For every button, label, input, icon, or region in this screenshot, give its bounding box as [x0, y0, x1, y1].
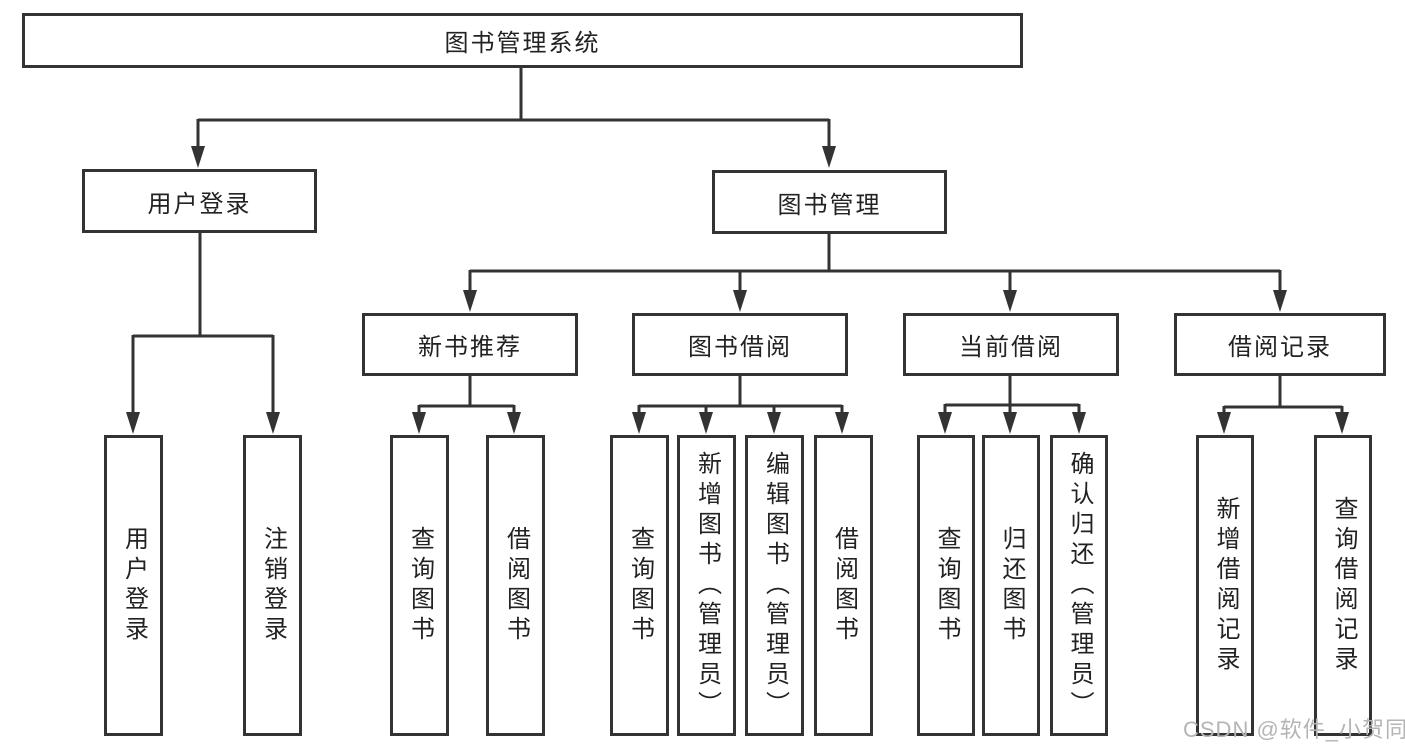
- node-leaf-borrow-query-books-label: 查询图书: [626, 525, 654, 646]
- node-leaf-logout-label: 注销登录: [259, 525, 287, 646]
- node-leaf-recommend-borrow-books: 借阅图书: [486, 435, 545, 736]
- node-leaf-edit-books-admin-label: 编辑图书（管理员）: [761, 450, 789, 721]
- connector-root: [196, 68, 831, 150]
- node-leaf-add-books-admin: 新增图书（管理员）: [677, 435, 736, 736]
- node-new-book-recommend: 新书推荐: [362, 313, 578, 376]
- node-leaf-return-books: 归还图书: [982, 435, 1040, 736]
- connector-borrow-records: [1222, 376, 1344, 416]
- node-leaf-recommend-query-books-label: 查询图书: [406, 525, 434, 646]
- node-leaf-current-query-books-label: 查询图书: [933, 525, 960, 646]
- node-leaf-user-login: 用户登录: [104, 435, 163, 736]
- node-leaf-query-borrow-record: 查询借阅记录: [1314, 435, 1372, 736]
- node-leaf-return-books-label: 归还图书: [998, 525, 1025, 646]
- connector-book-borrow: [637, 376, 844, 416]
- node-leaf-confirm-return-admin: 确认归还（管理员）: [1050, 435, 1108, 736]
- node-book-management: 图书管理: [712, 170, 947, 234]
- node-leaf-recommend-borrow-books-label: 借阅图书: [502, 525, 530, 646]
- node-book-borrow-label: 图书借阅: [688, 334, 792, 361]
- node-borrow-records: 借阅记录: [1174, 313, 1386, 376]
- node-borrow-records-label: 借阅记录: [1228, 334, 1332, 361]
- node-user-login-label: 用户登录: [147, 190, 252, 218]
- node-current-borrow: 当前借阅: [903, 313, 1119, 376]
- node-leaf-edit-books-admin: 编辑图书（管理员）: [745, 435, 804, 736]
- node-leaf-recommend-query-books: 查询图书: [390, 435, 449, 736]
- node-leaf-confirm-return-admin-label: 确认归还（管理员）: [1066, 450, 1093, 721]
- csdn-watermark: CSDN @软件_小贺同学: [1183, 717, 1405, 742]
- node-root-label: 图书管理系统: [444, 30, 601, 57]
- node-leaf-user-login-label: 用户登录: [120, 525, 148, 646]
- node-leaf-borrow-query-books: 查询图书: [610, 435, 669, 736]
- node-current-borrow-label: 当前借阅: [959, 334, 1063, 361]
- node-leaf-add-borrow-record-label: 新增借阅记录: [1212, 495, 1239, 676]
- node-root: 图书管理系统: [22, 13, 1023, 68]
- node-new-book-recommend-label: 新书推荐: [418, 334, 522, 361]
- connector-current-borrow: [943, 376, 1081, 416]
- node-leaf-query-borrow-record-label: 查询借阅记录: [1330, 495, 1357, 676]
- node-leaf-logout: 注销登录: [243, 435, 302, 736]
- connector-book-management: [468, 234, 1282, 294]
- node-book-management-label: 图书管理: [777, 191, 882, 219]
- node-leaf-borrow-books-label: 借阅图书: [830, 525, 858, 646]
- node-leaf-add-books-admin-label: 新增图书（管理员）: [693, 450, 721, 721]
- node-leaf-borrow-books: 借阅图书: [814, 435, 873, 736]
- node-user-login: 用户登录: [82, 169, 317, 233]
- node-book-borrow: 图书借阅: [632, 313, 848, 376]
- connector-new-book-recommend: [417, 376, 516, 416]
- node-leaf-add-borrow-record: 新增借阅记录: [1196, 435, 1254, 736]
- node-leaf-current-query-books: 查询图书: [917, 435, 975, 736]
- connector-user-login: [131, 233, 275, 416]
